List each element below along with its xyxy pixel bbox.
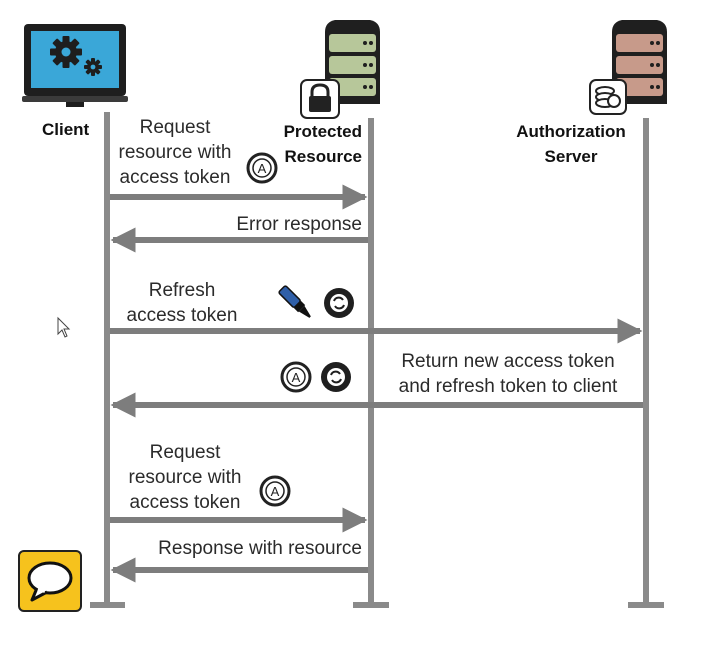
mouse-cursor-icon <box>57 316 71 338</box>
actor-client-label: Client <box>42 120 90 139</box>
msg-return-new-tokens-line1: Return new access token <box>401 351 615 372</box>
lock-icon <box>300 79 340 119</box>
token-stack-icon <box>589 79 627 115</box>
msg-error-response: Error response <box>236 214 362 235</box>
chat-button[interactable] <box>18 550 82 612</box>
msg-response-with-resource: Response with resource <box>158 538 362 559</box>
actor-auth-label-line1: Authorization <box>516 122 626 141</box>
msg-refresh-token-line2: access token <box>126 305 238 326</box>
actor-auth-label-line2: Server <box>544 147 598 166</box>
msg-refresh-token-line1: Refresh <box>148 280 216 301</box>
msg-return-new-tokens-line2: and refresh token to client <box>398 376 618 397</box>
access-token-glyph: A <box>258 161 267 176</box>
access-token-icon: A <box>280 361 312 393</box>
pen-icon <box>278 285 311 318</box>
access-token-icon: A <box>246 152 278 184</box>
refresh-token-icon <box>321 362 351 392</box>
msg-request-resource2-line2: resource with <box>128 467 242 488</box>
chat-icon <box>27 561 73 602</box>
access-token-glyph: A <box>271 484 280 499</box>
refresh-token-icon <box>324 288 354 318</box>
actor-protected-label-line1: Protected <box>283 122 362 141</box>
msg-request-resource-line3: access token <box>119 167 231 188</box>
msg-request-resource-line1: Request <box>139 117 211 138</box>
msg-request-resource-line2: resource with <box>118 142 232 163</box>
message-arrows <box>110 184 643 583</box>
msg-request-resource2-line1: Request <box>149 442 221 463</box>
access-token-icon: A <box>259 475 291 507</box>
msg-request-resource2-line3: access token <box>129 492 241 513</box>
monitor-gear-icon <box>22 24 128 107</box>
lifelines <box>90 112 664 608</box>
actor-protected-label-line2: Resource <box>284 147 362 166</box>
access-token-glyph: A <box>292 370 301 385</box>
